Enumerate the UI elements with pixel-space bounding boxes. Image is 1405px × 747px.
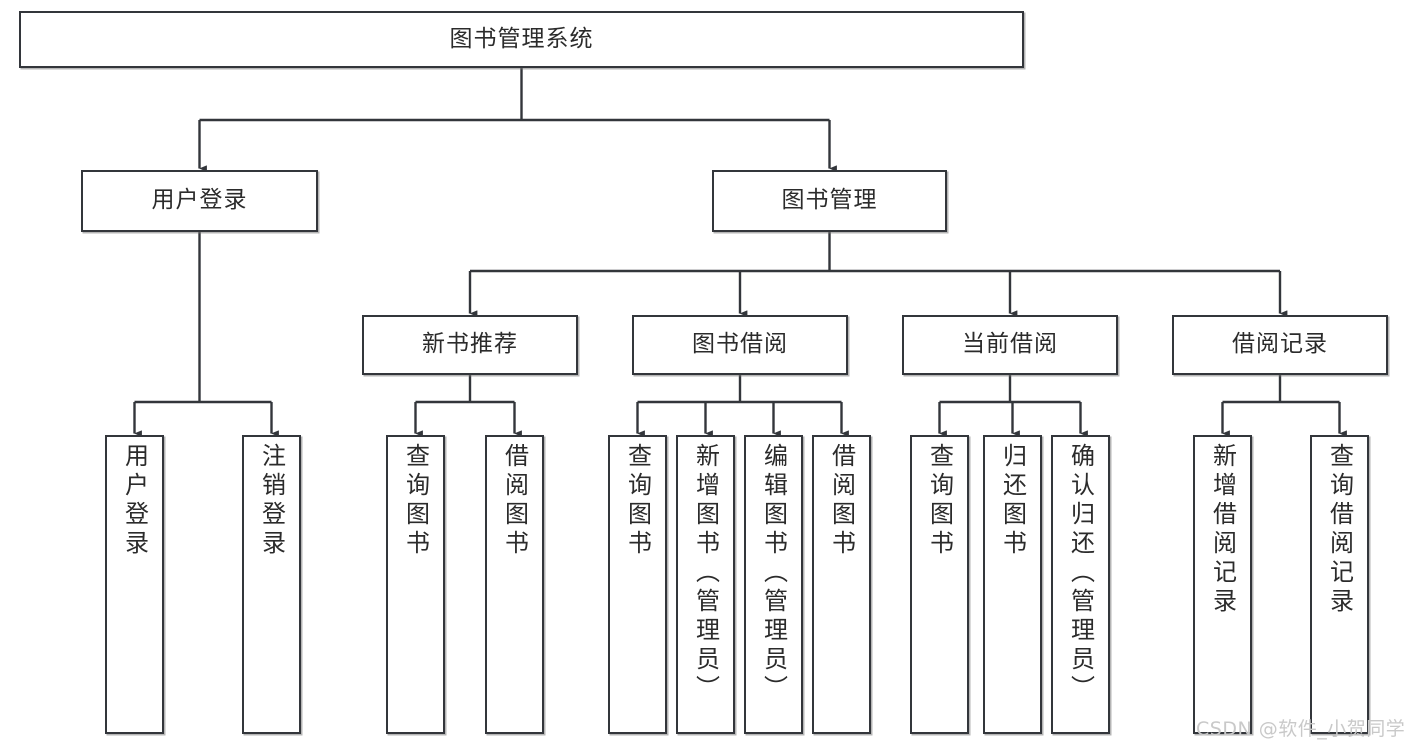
node-label: 用户登录: [120, 443, 149, 559]
node-leaf-edit-book[interactable]: 编辑图书（管理员）: [744, 435, 803, 734]
node-borrow-record[interactable]: 借阅记录: [1172, 315, 1388, 375]
node-leaf-add-book[interactable]: 新增图书（管理员）: [676, 435, 735, 734]
node-label: 借阅图书: [827, 443, 856, 559]
node-label: 借阅记录: [1232, 331, 1328, 358]
node-leaf-borrow-book-1[interactable]: 借阅图书: [485, 435, 544, 734]
node-label: 借阅图书: [500, 443, 529, 559]
node-label: 编辑图书（管理员）: [759, 443, 788, 704]
node-leaf-user-login[interactable]: 用户登录: [105, 435, 164, 734]
node-book-manage[interactable]: 图书管理: [712, 170, 947, 232]
node-label: 图书管理: [781, 187, 878, 214]
node-current-borrow[interactable]: 当前借阅: [902, 315, 1118, 375]
node-label: 用户登录: [151, 187, 248, 214]
node-label: 图书管理系统: [449, 25, 594, 52]
node-label: 新增借阅记录: [1208, 443, 1237, 617]
node-label: 新增图书（管理员）: [691, 443, 720, 704]
node-label: 注销登录: [257, 443, 286, 559]
node-label: 图书借阅: [692, 331, 788, 358]
node-leaf-query-book-2[interactable]: 查询图书: [608, 435, 667, 734]
node-leaf-confirm-return[interactable]: 确认归还（管理员）: [1051, 435, 1110, 734]
node-label: 查询图书: [401, 443, 430, 559]
node-new-book-recommend[interactable]: 新书推荐: [362, 315, 578, 375]
node-label: 当前借阅: [962, 331, 1058, 358]
csdn-watermark: CSDN @软件_小贺同学: [1196, 718, 1405, 740]
node-label: 查询图书: [623, 443, 652, 559]
node-label: 归还图书: [998, 443, 1027, 559]
node-leaf-query-record[interactable]: 查询借阅记录: [1310, 435, 1369, 734]
node-book-borrow[interactable]: 图书借阅: [632, 315, 848, 375]
node-label: 查询借阅记录: [1325, 443, 1354, 617]
node-label: 新书推荐: [422, 331, 518, 358]
node-leaf-return-book[interactable]: 归还图书: [983, 435, 1042, 734]
node-leaf-query-book-1[interactable]: 查询图书: [386, 435, 445, 734]
node-leaf-add-record[interactable]: 新增借阅记录: [1193, 435, 1252, 734]
node-label: 查询图书: [925, 443, 954, 559]
node-user-login[interactable]: 用户登录: [81, 170, 318, 232]
node-leaf-query-book-3[interactable]: 查询图书: [910, 435, 969, 734]
node-label: 确认归还（管理员）: [1066, 443, 1095, 704]
node-root[interactable]: 图书管理系统: [19, 11, 1024, 68]
node-leaf-logout[interactable]: 注销登录: [242, 435, 301, 734]
node-leaf-borrow-book-2[interactable]: 借阅图书: [812, 435, 871, 734]
